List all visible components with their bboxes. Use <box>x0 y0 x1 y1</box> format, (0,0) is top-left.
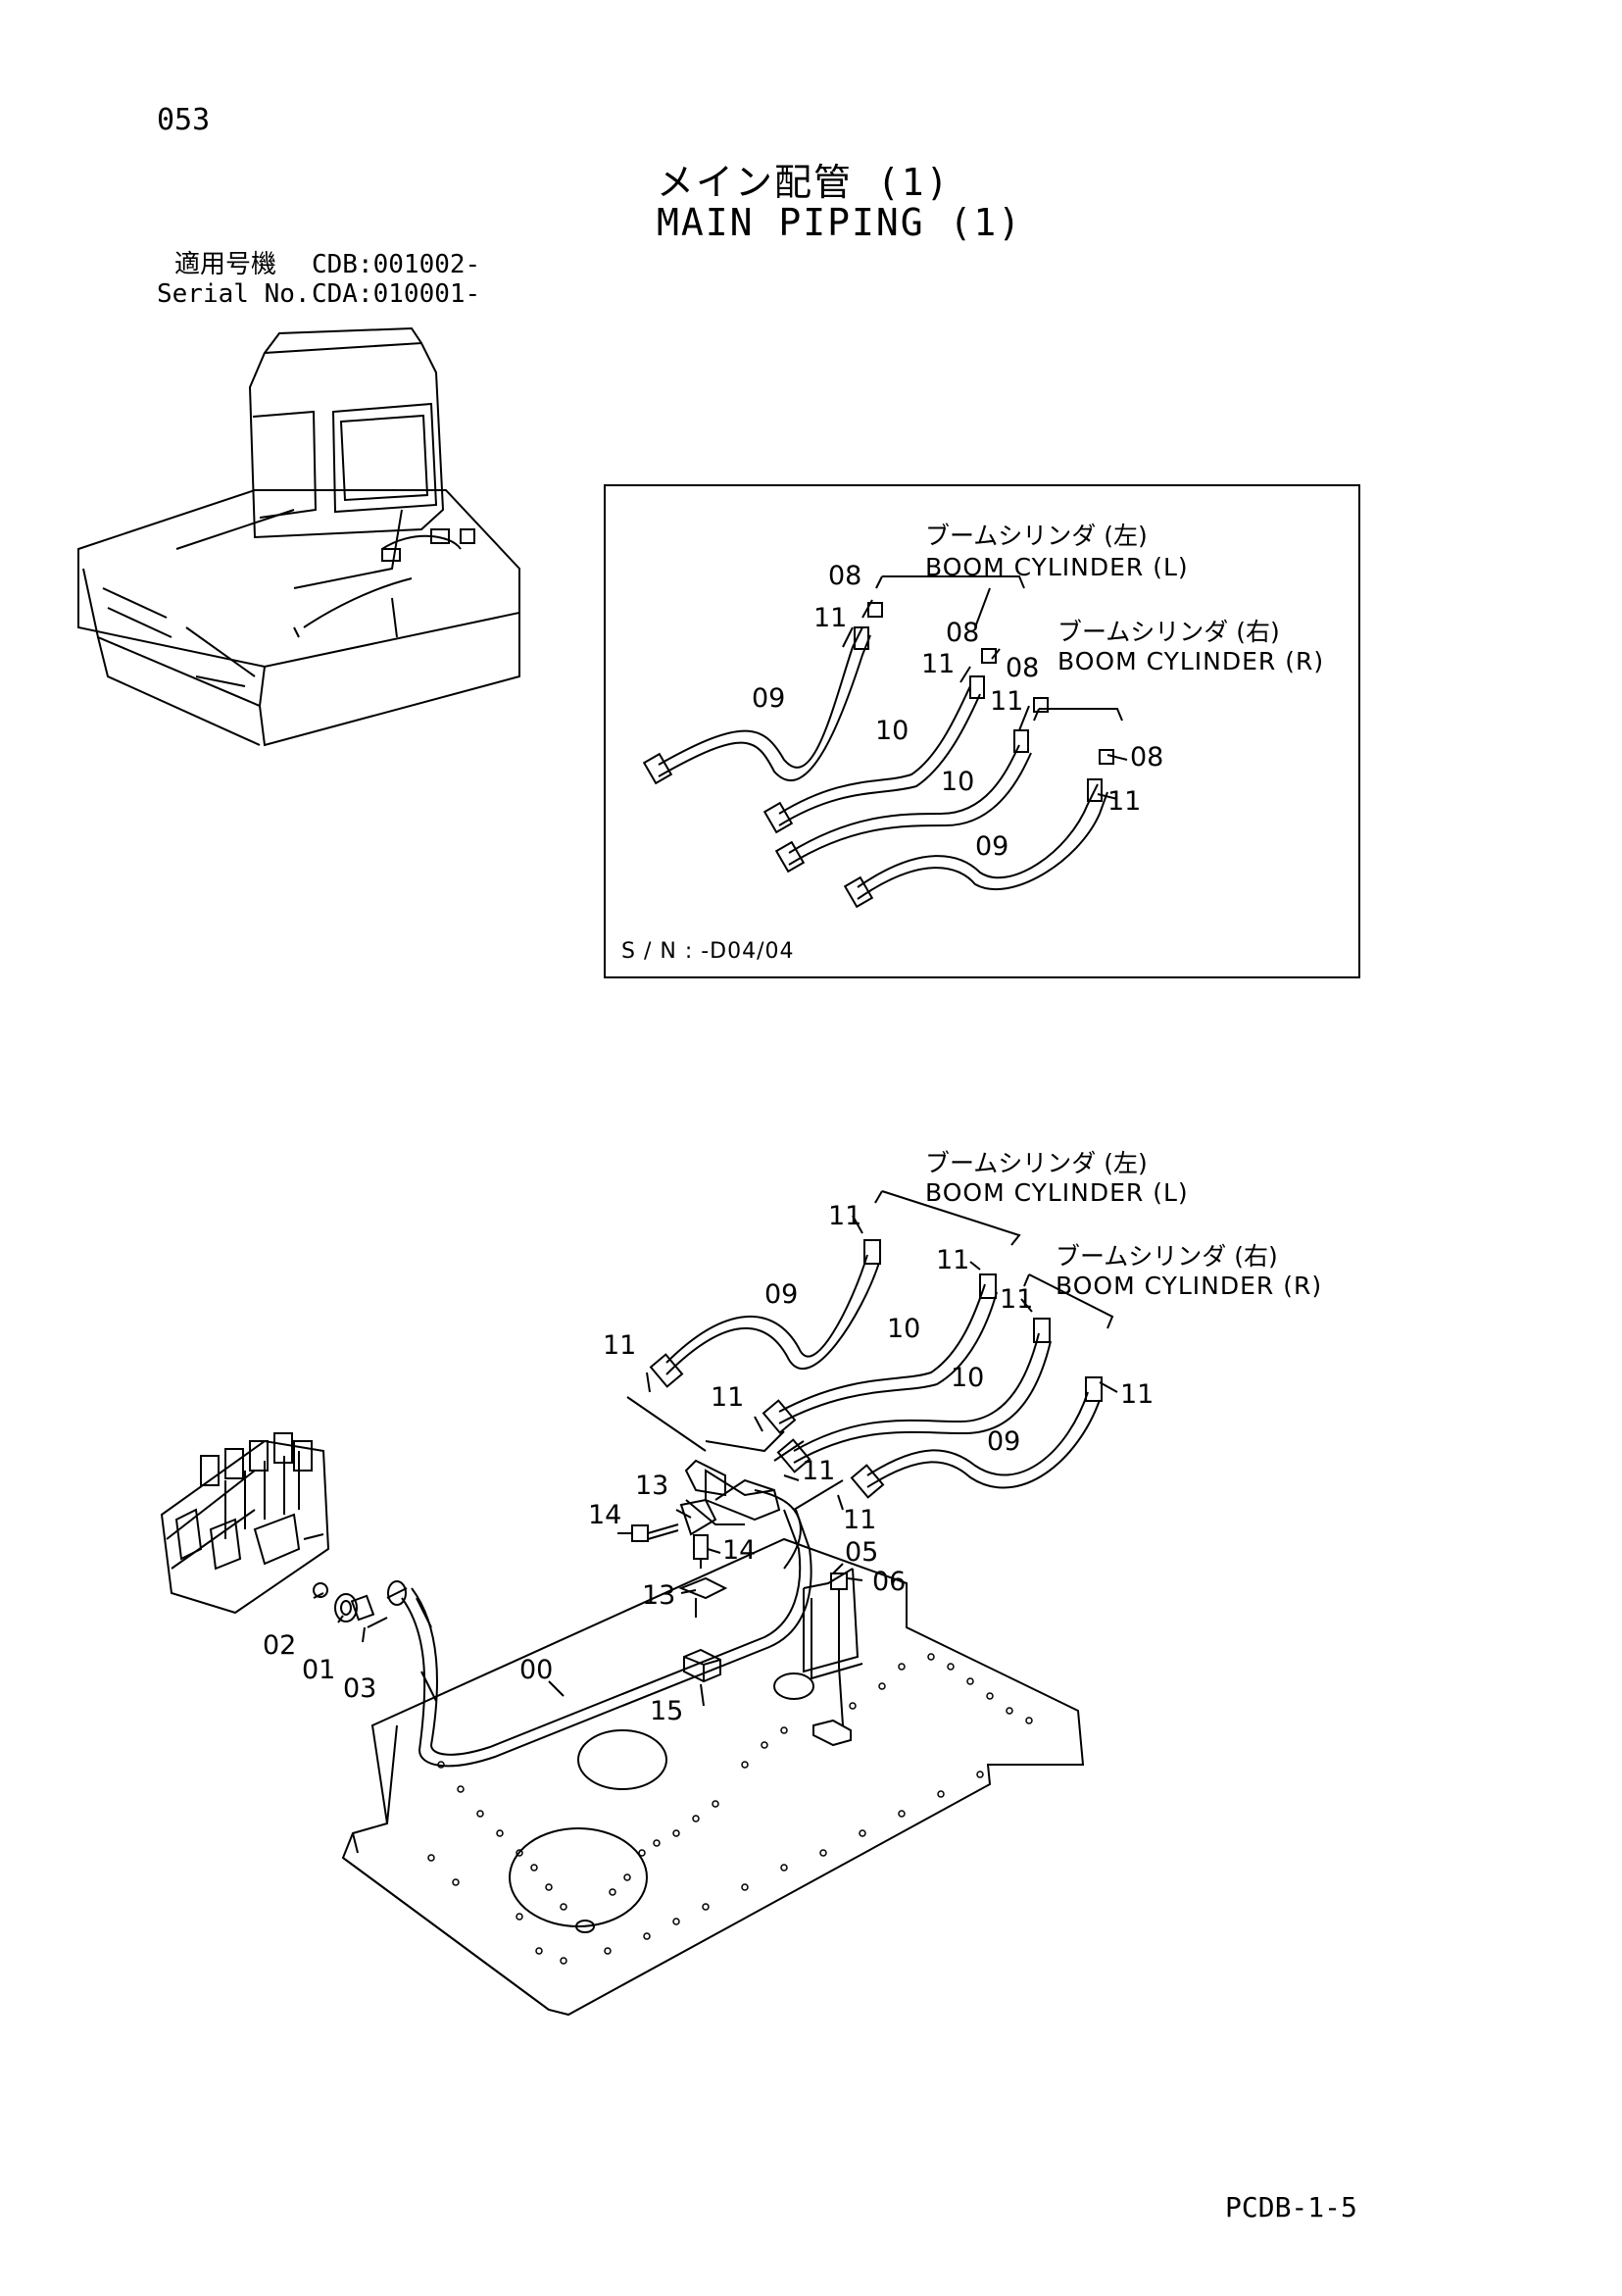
main-callout: 11 <box>711 1382 745 1413</box>
serial-en-label: Serial No. <box>157 279 311 309</box>
inset-callout: 09 <box>752 683 786 714</box>
revolving-frame <box>341 1537 1085 2017</box>
main-callout: 05 <box>845 1537 879 1568</box>
main-callout: 14 <box>722 1535 757 1566</box>
inset-callout: 11 <box>921 649 956 679</box>
main-boom-cyl-r-en: BOOM CYLINDER (R) <box>1056 1272 1323 1300</box>
control-valve <box>160 1432 330 1615</box>
inset-callout: 10 <box>941 767 975 797</box>
bracket-05 <box>803 1568 863 1680</box>
main-callout: 11 <box>1120 1379 1155 1410</box>
main-callout: 09 <box>764 1279 799 1310</box>
main-boom-cyl-l-en: BOOM CYLINDER (L) <box>925 1178 1189 1207</box>
main-fittings <box>649 1239 1103 1499</box>
main-callout: 11 <box>843 1505 877 1535</box>
main-callout: 02 <box>263 1630 297 1661</box>
title-jp: メイン配管 (1) <box>657 161 951 204</box>
main-callout: 15 <box>650 1696 684 1726</box>
serial-jp-label: 適用号機 <box>174 250 277 279</box>
title-en: MAIN PIPING (1) <box>657 201 1023 244</box>
inset-callout: 08 <box>1006 653 1040 683</box>
inset-callout: 11 <box>1107 786 1142 817</box>
inset-callout: 11 <box>990 686 1024 717</box>
main-callout: 09 <box>987 1426 1021 1457</box>
inset-boom-cyl-r-en: BOOM CYLINDER (R) <box>1057 647 1325 675</box>
main-callout: 11 <box>603 1330 637 1361</box>
main-callout: 01 <box>302 1655 336 1685</box>
footer-code: PCDB-1-5 <box>1225 2191 1357 2223</box>
main-callout: 11 <box>802 1456 836 1486</box>
excavator-overview <box>77 326 520 747</box>
inset-callout: 08 <box>828 561 862 591</box>
inset-boom-cyl-l-jp: ブームシリンダ (左) <box>925 522 1148 550</box>
serial-line-1: CDB:001002- <box>312 250 481 279</box>
inset-callout: 08 <box>1130 742 1164 773</box>
serial-line-2: CDA:010001- <box>312 279 481 309</box>
main-callout: 11 <box>1000 1284 1034 1315</box>
main-callout: 10 <box>951 1363 985 1393</box>
block-15 <box>683 1648 721 1683</box>
main-boom-cyl-l-jp: ブームシリンダ (左) <box>925 1149 1148 1177</box>
main-callout: 10 <box>887 1314 921 1344</box>
inset-callout: 10 <box>875 716 909 746</box>
page-number: 053 <box>157 103 211 137</box>
main-callout: 13 <box>642 1580 676 1611</box>
fittings-01-03 <box>313 1580 408 1628</box>
clamp <box>678 1498 728 1618</box>
main-callout: 00 <box>519 1655 554 1685</box>
inset-callout: 11 <box>813 603 848 633</box>
main-hoses <box>665 1254 1101 1489</box>
main-callout: 14 <box>588 1500 622 1530</box>
bolts <box>631 1523 848 1726</box>
main-callout: 11 <box>936 1245 970 1275</box>
inset-boom-cyl-l-en: BOOM CYLINDER (L) <box>925 553 1189 581</box>
inset-boom-cyl-r-jp: ブームシリンダ (右) <box>1057 618 1280 646</box>
main-callout: 03 <box>343 1673 377 1704</box>
inset-callout: 08 <box>946 618 980 648</box>
main-callout: 13 <box>635 1471 669 1501</box>
inset-frame <box>604 484 1360 978</box>
inset-callout: 09 <box>975 831 1009 862</box>
frame-holes <box>427 1653 1033 1965</box>
inset-serial-note: S / N : -D04/04 <box>621 939 795 964</box>
inset-hoses <box>658 626 1108 900</box>
main-boom-cyl-r-jp: ブームシリンダ (右) <box>1056 1242 1278 1271</box>
main-callout: 11 <box>828 1201 862 1231</box>
main-callout: 06 <box>872 1567 907 1597</box>
